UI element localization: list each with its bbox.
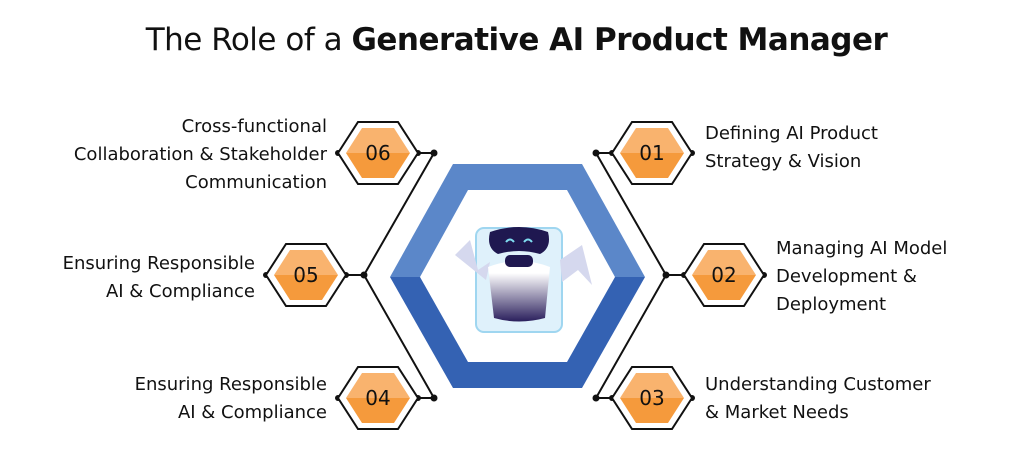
hex-fill xyxy=(692,250,756,300)
hex-badge-03: 03 xyxy=(610,366,694,430)
page-title: The Role of a Generative AI Product Mana… xyxy=(145,22,888,58)
hex-badge-01: 01 xyxy=(610,121,694,185)
hex-number: 02 xyxy=(711,263,736,287)
hex-badge-04: 04 xyxy=(336,366,420,430)
hex-fill xyxy=(620,373,684,423)
item-03-label: Understanding Customer& Market Needs xyxy=(705,374,931,423)
hex-number: 03 xyxy=(639,386,664,410)
hex-number: 06 xyxy=(365,141,390,165)
hex-fill xyxy=(346,128,410,178)
hex-badge-02: 02 xyxy=(682,243,766,307)
hex-badge-06: 06 xyxy=(336,121,420,185)
robot-icon xyxy=(455,227,592,333)
hex-fill xyxy=(620,128,684,178)
hex-number: 04 xyxy=(365,386,390,410)
hex-number: 05 xyxy=(293,263,318,287)
hex-badge-05: 05 xyxy=(264,243,348,307)
hex-fill xyxy=(274,250,338,300)
hex-fill xyxy=(346,373,410,423)
hex-number: 01 xyxy=(639,141,664,165)
